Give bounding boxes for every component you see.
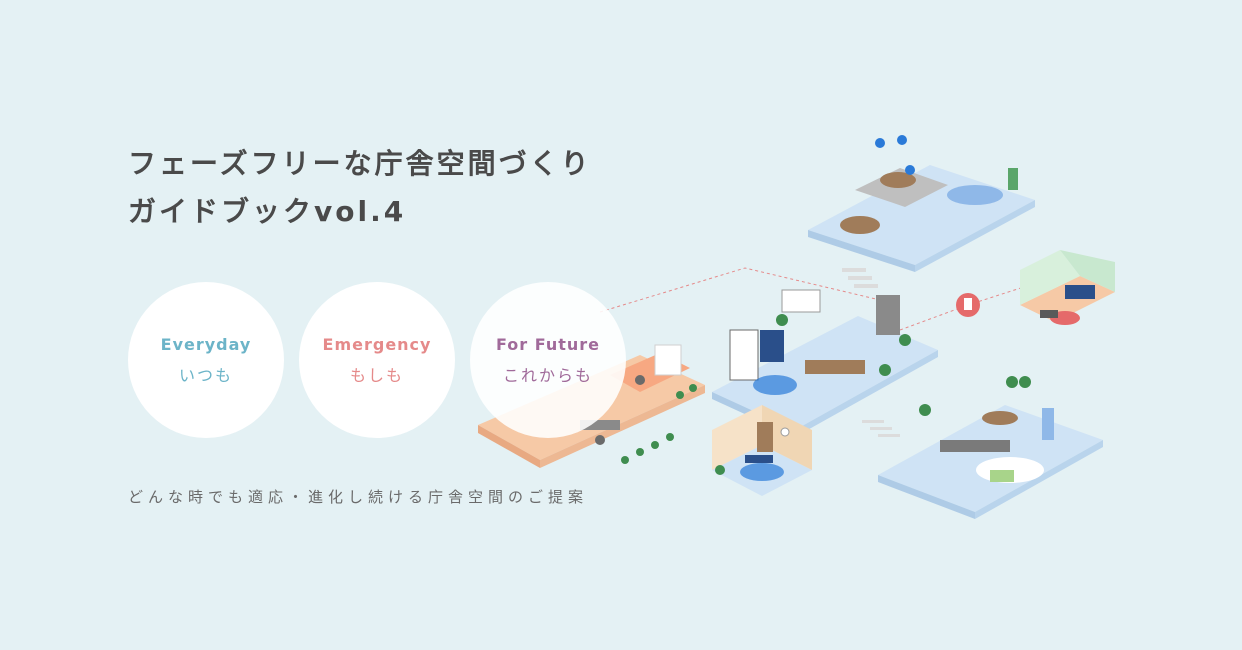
- phase-emergency-jp: もしも: [349, 365, 404, 385]
- phase-future-en: For Future: [495, 334, 601, 354]
- subtitle: どんな時でも適応・進化し続ける庁舎空間のご提案: [128, 488, 589, 506]
- top-floor: [808, 135, 1035, 272]
- bottom-right-floor: [878, 376, 1103, 519]
- phase-everyday: Everyday いつも: [128, 282, 284, 438]
- stairs: [842, 268, 878, 288]
- bottom-room: [712, 405, 812, 496]
- phase-emergency: Emergency もしも: [299, 282, 455, 438]
- right-room: [1020, 250, 1115, 325]
- stairs-lower: [862, 420, 900, 437]
- title-line-1: フェーズフリーな庁舎空間づくり: [128, 147, 592, 180]
- phase-future-jp: これからも: [502, 365, 593, 385]
- phase-future: For Future これからも: [470, 282, 626, 438]
- phase-everyday-jp: いつも: [178, 365, 233, 385]
- title-line-2: ガイドブックvol.4: [128, 195, 407, 228]
- phase-emergency-en: Emergency: [322, 334, 432, 354]
- emergency-sign: [956, 293, 980, 317]
- phase-everyday-en: Everyday: [160, 334, 252, 354]
- page-title: フェーズフリーな庁舎空間づくり ガイドブックvol.4: [128, 140, 592, 236]
- hedge-row: [621, 384, 697, 464]
